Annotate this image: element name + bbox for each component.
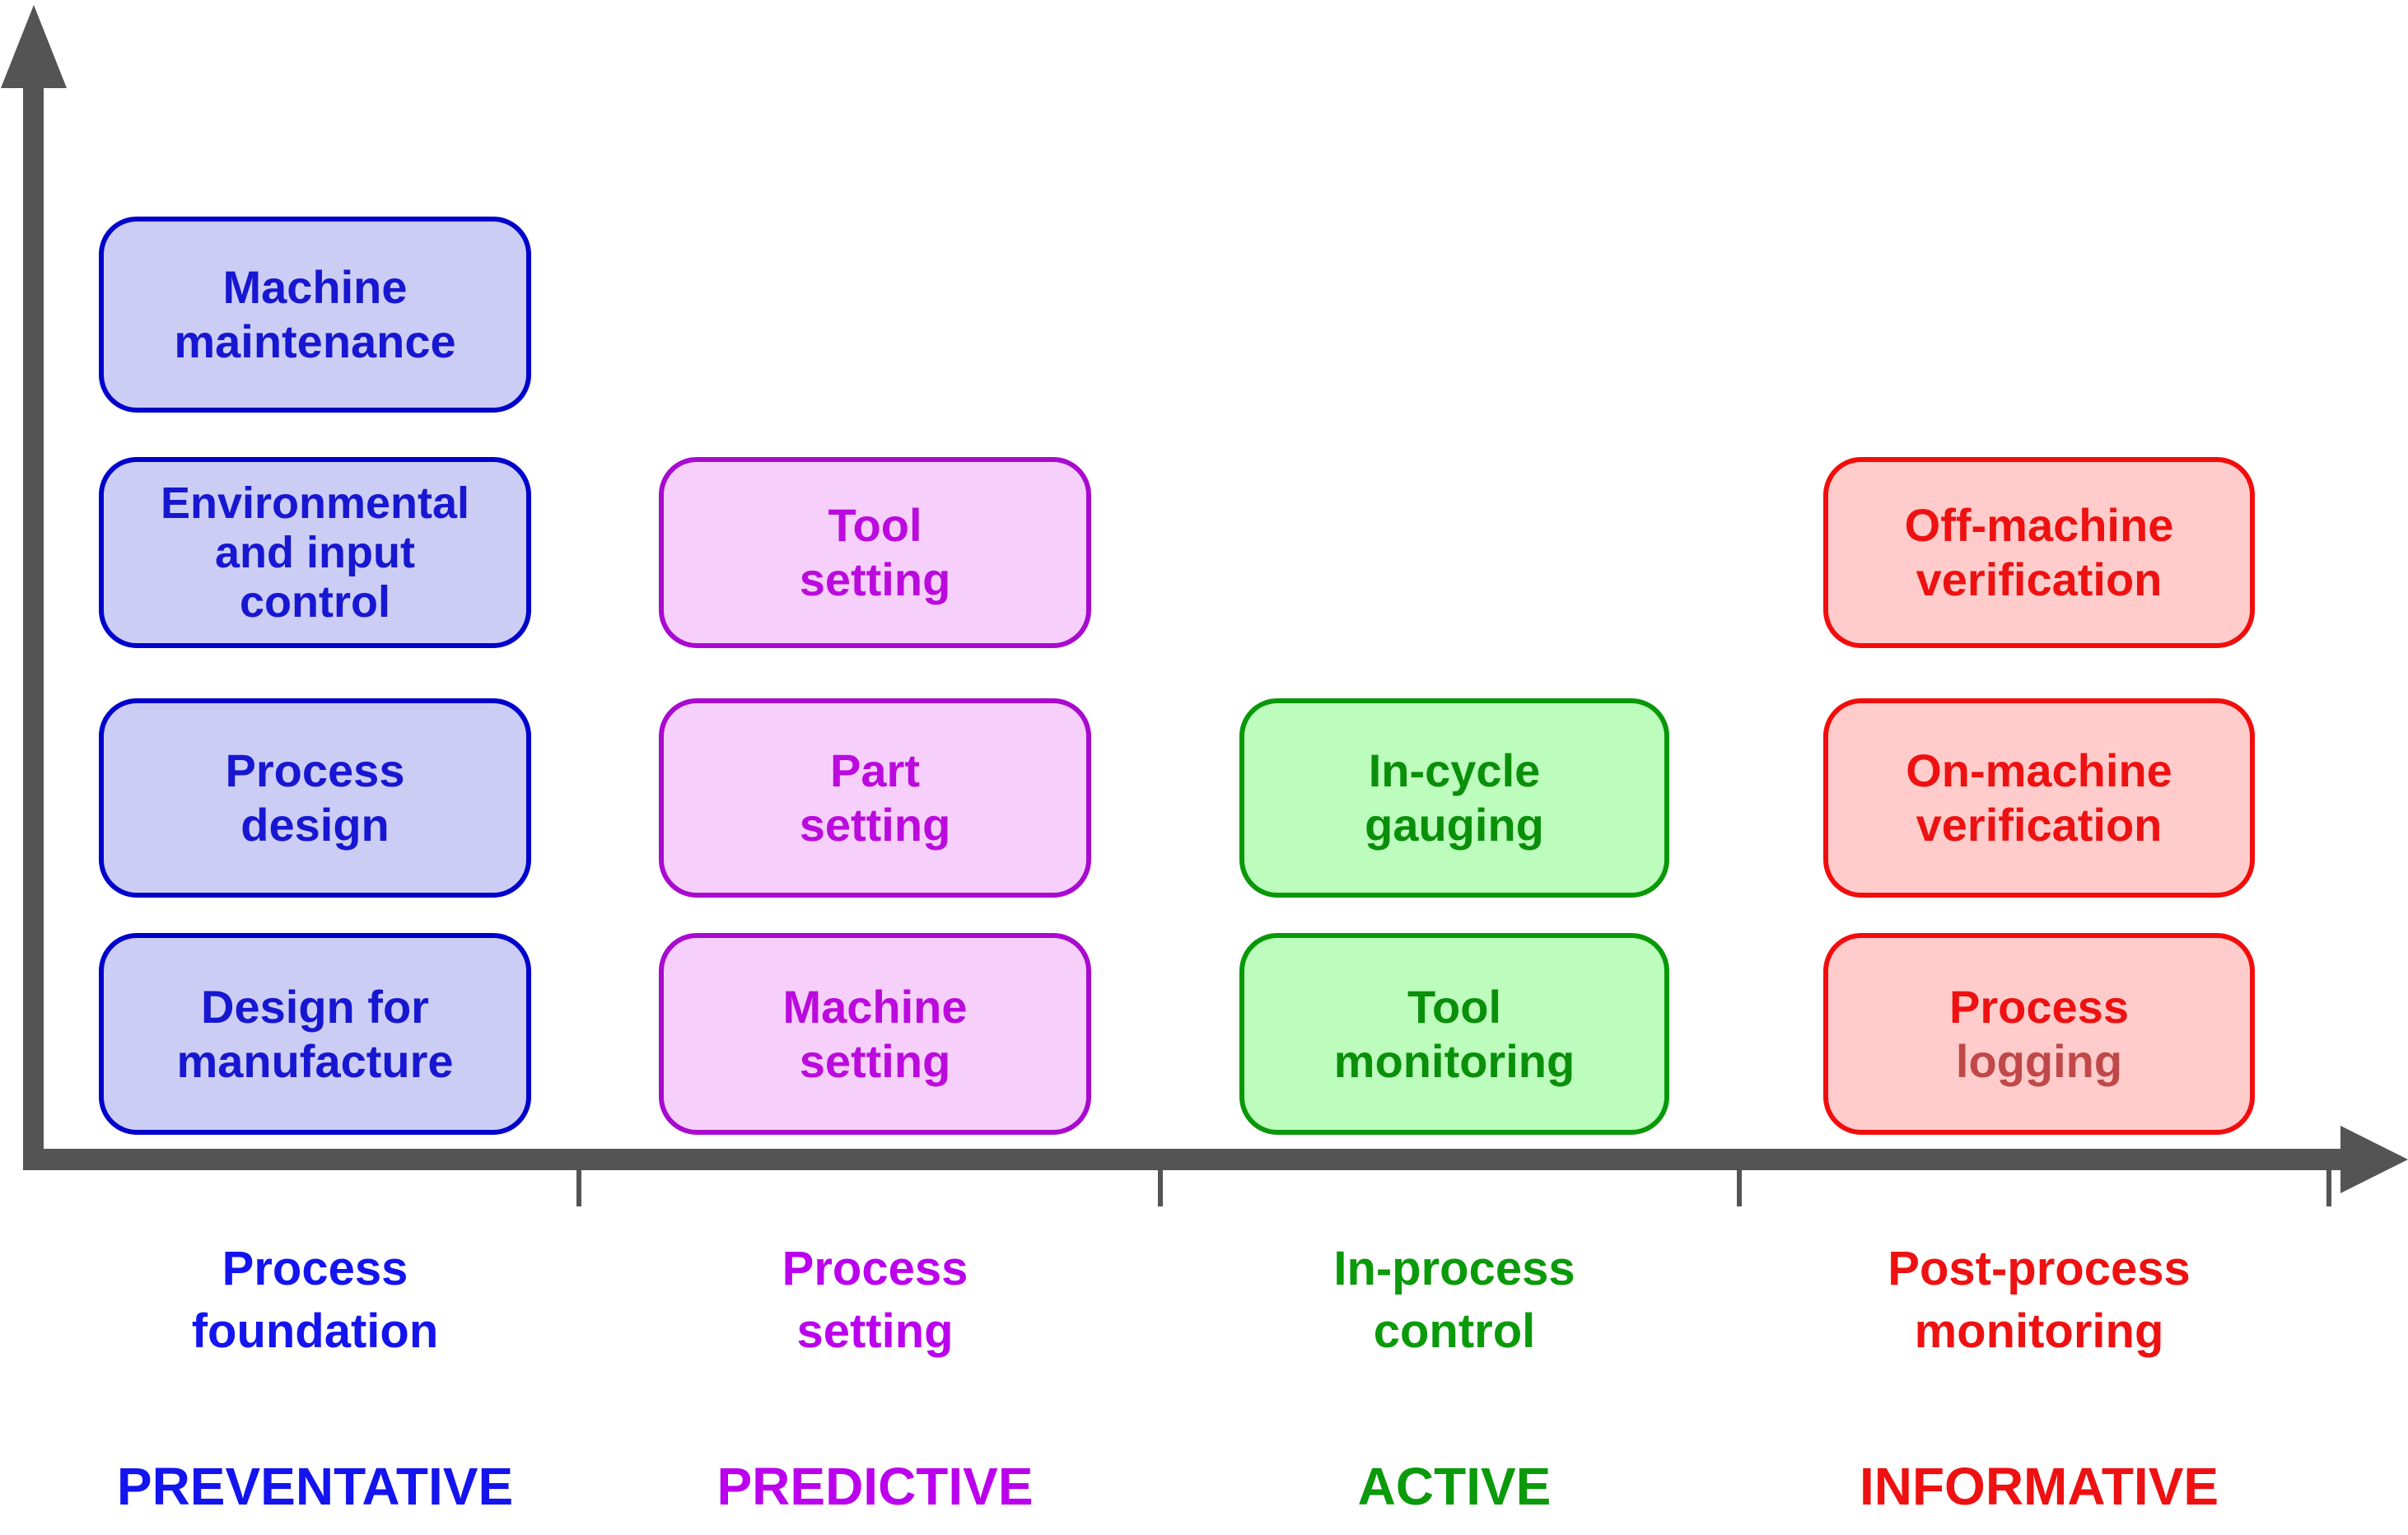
category-line: In-process	[1333, 1242, 1575, 1295]
box-line: Off-machine	[1904, 499, 2174, 551]
box-tool-setting: Tool setting	[659, 457, 1091, 648]
type-label-active: ACTIVE	[1357, 1457, 1552, 1516]
box-machine-maintenance: Machine maintenance	[99, 217, 531, 413]
box-machine-setting: Machine setting	[659, 933, 1091, 1135]
box-line: Part	[830, 744, 920, 796]
box-environmental-and-input-control: Environmental and input control	[99, 457, 531, 648]
box-line: control	[240, 577, 390, 627]
box-line: In-cycle	[1368, 744, 1541, 796]
box-line: monitoring	[1333, 1034, 1575, 1087]
category-line: setting	[796, 1304, 954, 1358]
x-axis-tick-2	[1158, 1170, 1163, 1206]
box-in-cycle-gauging: In-cycle gauging	[1239, 698, 1669, 898]
category-label-process-foundation: Process foundation	[99, 1238, 531, 1363]
type-label-informative: INFORMATIVE	[1859, 1457, 2219, 1516]
category-label-post-process-monitoring: Post-process monitoring	[1823, 1238, 2255, 1363]
box-line: Process	[1949, 980, 2129, 1033]
box-off-machine-verification: Off-machine verification	[1823, 457, 2255, 648]
box-process-design: Process design	[99, 698, 531, 898]
category-line: Post-process	[1888, 1242, 2191, 1295]
type-label-preventative: PREVENTATIVE	[116, 1457, 514, 1516]
x-axis-tick-1	[576, 1170, 581, 1206]
box-line: gauging	[1365, 799, 1544, 851]
box-line: setting	[799, 799, 951, 851]
category-label-in-process-control: In-process control	[1239, 1238, 1669, 1363]
y-axis-arrowhead-icon	[1, 5, 67, 88]
box-line: Environmental	[160, 478, 470, 528]
box-line: manufacture	[176, 1034, 454, 1087]
box-part-setting: Part setting	[659, 698, 1091, 898]
box-line: and input	[215, 528, 415, 577]
x-axis-tick-3	[1737, 1170, 1742, 1206]
category-line: monitoring	[1914, 1304, 2164, 1358]
box-line: Tool	[828, 499, 922, 551]
box-tool-monitoring: Tool monitoring	[1239, 933, 1669, 1135]
box-line: design	[240, 799, 390, 851]
box-on-machine-verification: On-machine verification	[1823, 698, 2255, 898]
category-line: Process	[222, 1242, 408, 1295]
box-line: Design for	[201, 980, 429, 1033]
x-axis	[23, 1149, 2343, 1170]
box-line: verification	[1916, 799, 2163, 851]
box-line: verification	[1916, 553, 2163, 605]
type-label-predictive: PREDICTIVE	[716, 1457, 1034, 1516]
box-line: logging	[1955, 1034, 2123, 1087]
box-line: setting	[799, 1034, 951, 1087]
box-line: Tool	[1407, 980, 1502, 1033]
box-line: Machine	[782, 980, 968, 1033]
box-line: On-machine	[1906, 744, 2172, 796]
box-line: setting	[799, 553, 951, 605]
category-line: Process	[782, 1242, 968, 1295]
box-line: Machine	[222, 261, 408, 313]
x-axis-arrowhead-icon	[2340, 1126, 2408, 1193]
category-line: control	[1373, 1304, 1536, 1358]
x-axis-tick-4	[2326, 1170, 2331, 1206]
category-label-process-setting: Process setting	[659, 1238, 1091, 1363]
box-design-for-manufacture: Design for manufacture	[99, 933, 531, 1135]
category-line: foundation	[191, 1304, 439, 1358]
box-line: maintenance	[174, 315, 456, 367]
box-process-logging: Process logging	[1823, 933, 2255, 1135]
y-axis	[23, 78, 44, 1170]
box-line: Process	[225, 744, 405, 796]
